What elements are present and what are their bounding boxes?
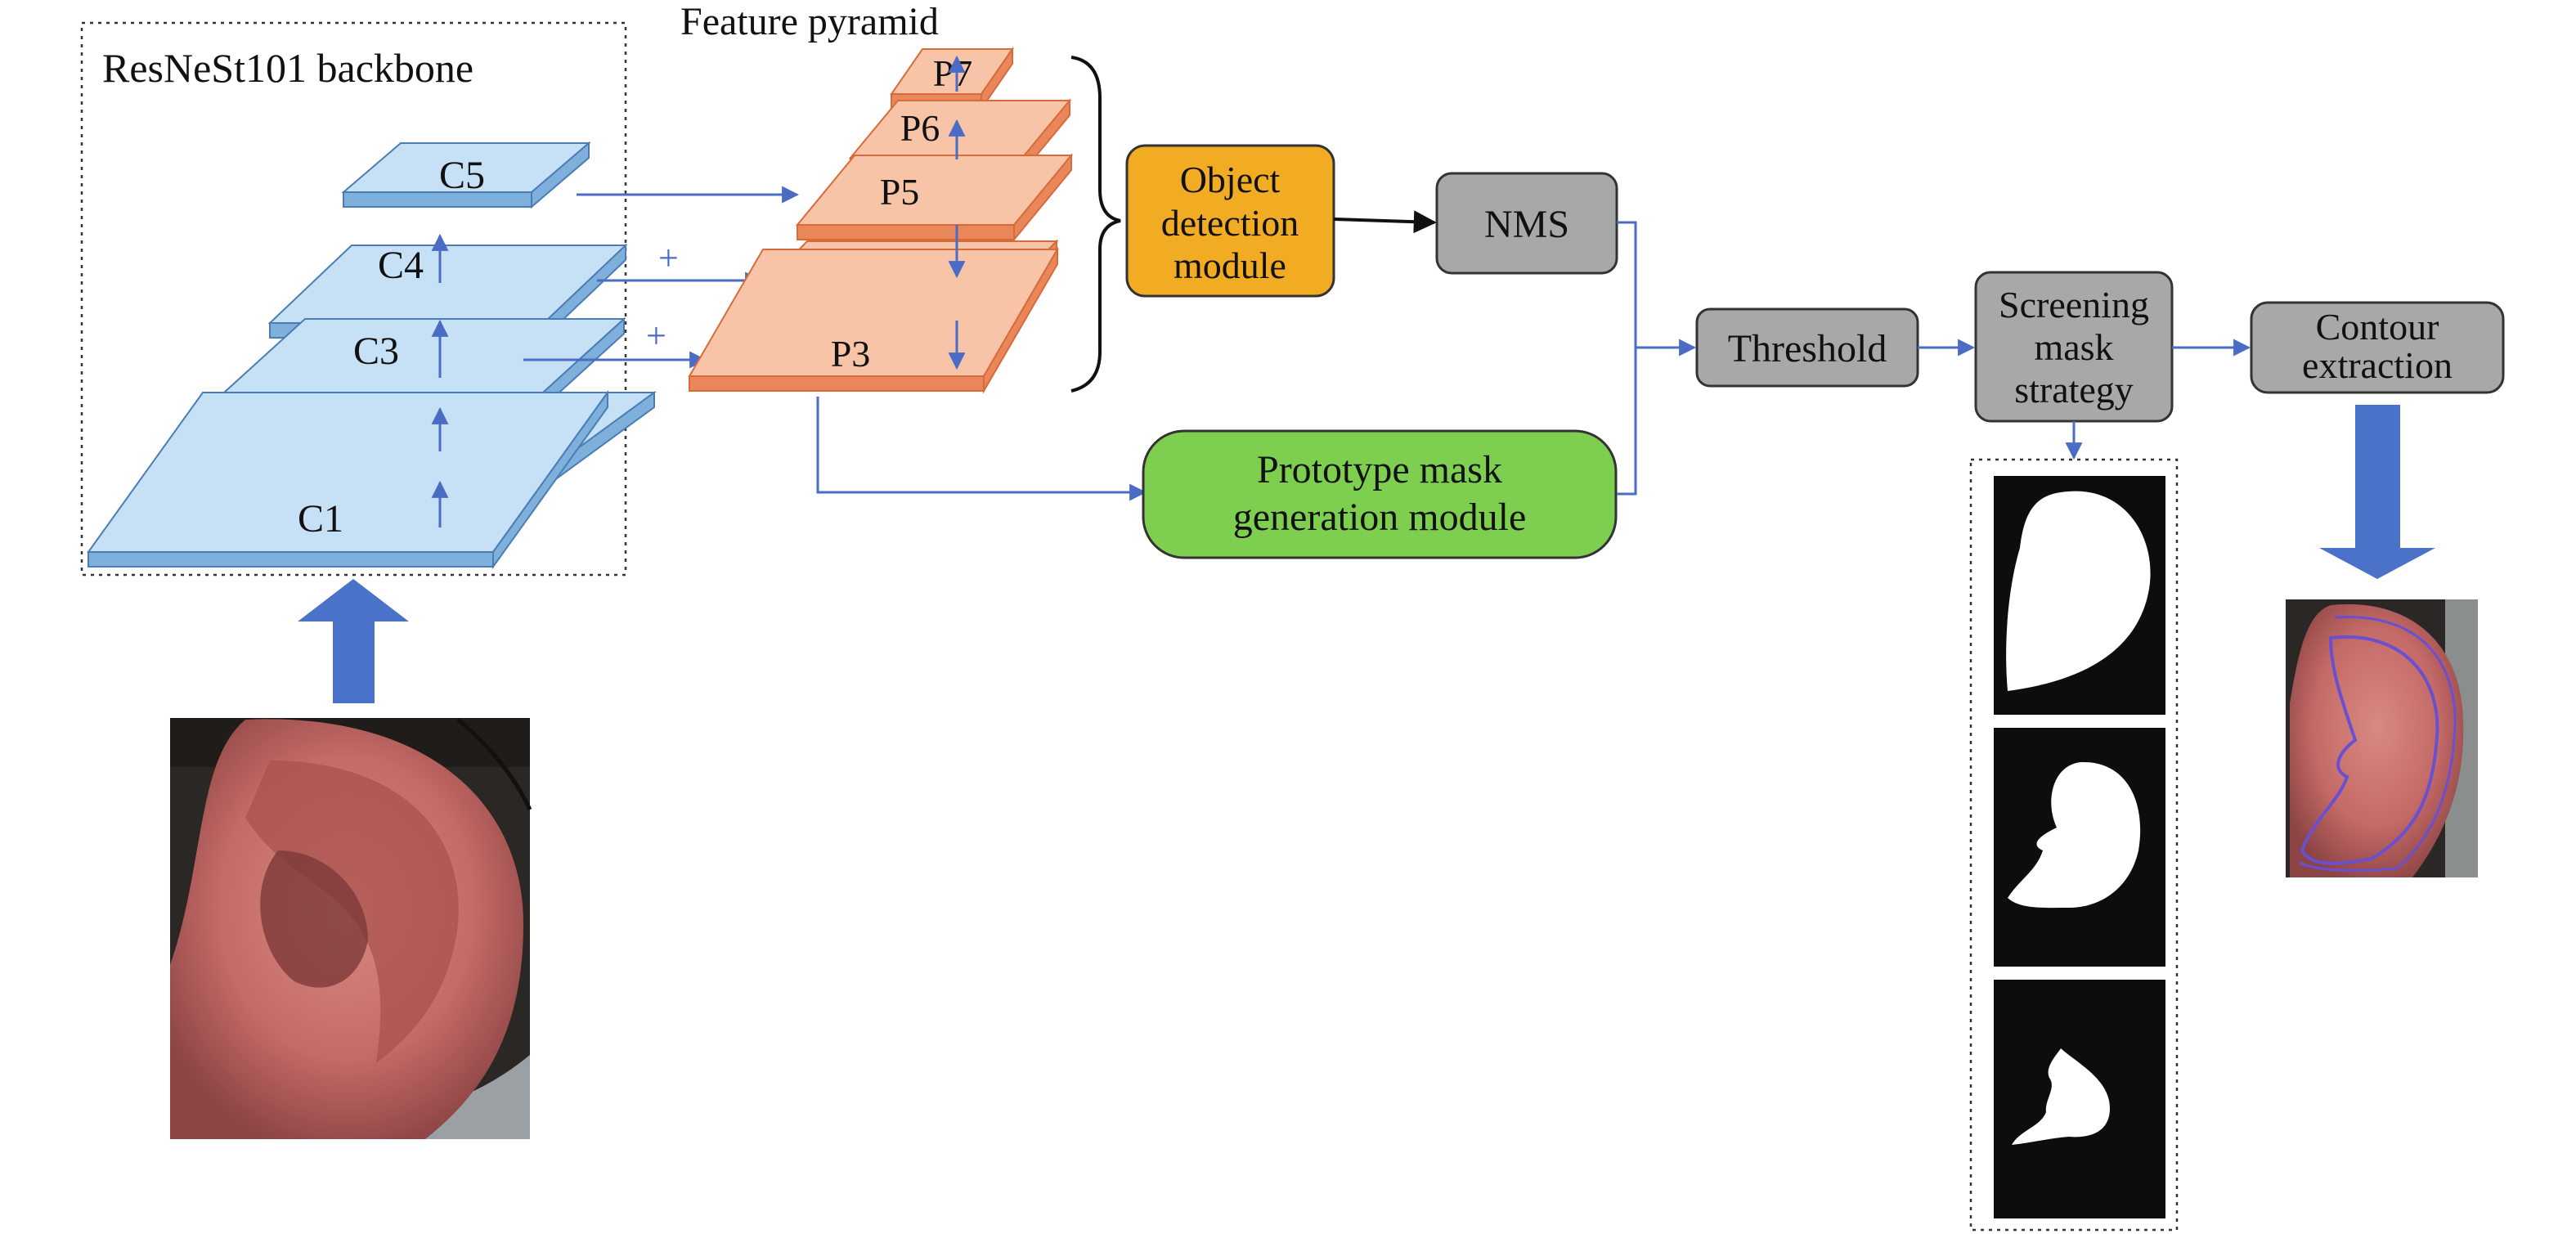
pyramid-title: Feature pyramid (680, 0, 939, 43)
pyramid-layer-p5-label: P5 (880, 171, 920, 213)
mask-candidate-2 (1994, 728, 2165, 967)
plus-sign-c3: + (646, 316, 666, 356)
lateral-connections (523, 186, 800, 369)
prototype-line-1: Prototype mask (1257, 448, 1502, 491)
pyramid-layer-p3: P3 (688, 246, 1059, 394)
screening-line-3: strategy (2014, 369, 2134, 411)
output-arrow (2319, 405, 2435, 579)
screening-mask-box: Screening mask strategy (1974, 271, 2174, 423)
input-arrow (298, 579, 409, 703)
threshold-label: Threshold (1728, 327, 1887, 370)
object-detection-line-3: module (1174, 245, 1286, 286)
object-detection-line-2: detection (1161, 202, 1299, 244)
backbone-layer-c3-label: C3 (353, 330, 399, 373)
contour-line-2: extraction (2302, 344, 2453, 386)
backbone-layer-c5-label: C5 (439, 154, 485, 197)
backbone-layer-c1-label: C1 (298, 497, 343, 541)
screening-line-2: mask (2034, 326, 2113, 368)
backbone-layers: C5C4C3C2C1 (87, 141, 657, 570)
masks-frame (1969, 458, 2179, 1232)
backbone-frame (80, 21, 627, 577)
prototype-mask-module: Prototype mask generation module (1142, 429, 1618, 559)
mask-candidate-3 (1994, 980, 2165, 1218)
pyramid-brace (1070, 56, 1121, 393)
backbone-layer-c5: C5 (341, 141, 591, 209)
input-ear-photo (170, 718, 532, 1139)
pyramid-layer-p7-label: P7 (933, 52, 973, 94)
pyramid-layer-p5: P5 (795, 153, 1074, 242)
detection-to-nms-arrow (1333, 210, 1437, 234)
object-detection-module: Object detection module (1125, 144, 1335, 298)
object-detection-line-1: Object (1180, 159, 1281, 200)
nms-box: NMS (1435, 172, 1618, 275)
pyramid-layers: P7P6P5P4P3 (688, 46, 1074, 394)
backbone-title: ResNeSt101 backbone (102, 45, 473, 91)
pyramid-layer-p6-label: P6 (900, 107, 940, 149)
contour-line-1: Contour (2316, 306, 2439, 348)
contour-extraction-box: Contour extraction (2250, 301, 2505, 394)
mask-candidate-1 (1994, 476, 2165, 715)
prototype-line-2: generation module (1233, 496, 1527, 539)
screening-line-1: Screening (1999, 284, 2149, 325)
backbone-layer-c4-label: C4 (378, 244, 424, 287)
output-ear-photo (2286, 599, 2478, 877)
nms-label: NMS (1484, 203, 1569, 246)
pyramid-layer-p3-label: P3 (831, 333, 871, 375)
merge-connectors (1617, 221, 1697, 496)
p3-to-prototype-connector (816, 397, 1147, 501)
backbone-layer-c1: C1 (87, 389, 609, 570)
threshold-box: Threshold (1695, 307, 1919, 388)
plus-sign-c4: + (658, 238, 679, 278)
